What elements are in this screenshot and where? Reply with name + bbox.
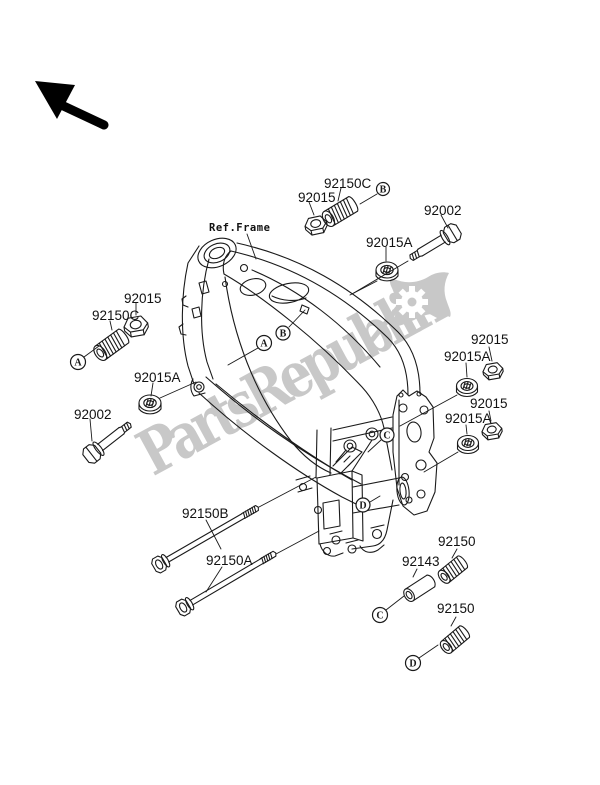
rear-bracket-plate <box>383 389 438 516</box>
part-92150C-left <box>93 328 130 362</box>
part-92015A-right-2 <box>456 434 480 455</box>
part-92002-left <box>82 421 132 464</box>
callout-marker-B-frame: B <box>275 325 291 341</box>
main-spar <box>222 242 421 429</box>
part-label-92015-top: 92015 <box>298 190 336 205</box>
part-92015-right-2 <box>481 422 503 441</box>
svg-text:D: D <box>359 501 366 512</box>
svg-text:A: A <box>260 339 268 350</box>
part-92015A-left <box>138 394 162 415</box>
leader-lines <box>83 187 493 659</box>
part-92150-1 <box>437 555 469 584</box>
part-label-92015A-top: 92015A <box>366 235 413 250</box>
part-92015-top <box>304 215 328 236</box>
svg-text:C: C <box>376 611 383 622</box>
left-down-member <box>178 245 214 397</box>
svg-text:B: B <box>280 329 287 340</box>
part-92150A <box>175 550 277 617</box>
part-92150B <box>151 505 259 574</box>
bottom-bracket <box>315 416 410 557</box>
part-92015-left <box>123 315 149 338</box>
lower-beam <box>198 376 362 515</box>
callout-marker-C-mid: C <box>379 427 395 443</box>
part-label-92143: 92143 <box>402 554 440 569</box>
ref-frame-label: Ref.Frame <box>209 222 271 234</box>
part-label-92015-right-2: 92015 <box>470 396 508 411</box>
callout-marker-C-bottom: C <box>371 606 389 624</box>
part-label-92015A-right-2: 92015A <box>445 411 492 426</box>
part-92015A-right-1 <box>455 377 479 398</box>
part-label-92015-right-1: 92015 <box>471 332 509 347</box>
part-label-92150C-top: 92150C <box>324 176 372 191</box>
inner-cutout <box>224 276 332 474</box>
part-label-92150C-left: 92150C <box>92 308 140 323</box>
svg-text:A: A <box>74 358 82 369</box>
part-label-92150B: 92150B <box>182 506 229 521</box>
part-label-92150-1: 92150 <box>438 534 476 549</box>
watermark-flag-logo <box>369 272 451 343</box>
cursor-arrow-icon <box>35 81 109 130</box>
part-label-92150A: 92150A <box>206 553 253 568</box>
part-92002-right <box>409 223 462 261</box>
callout-marker-A-left: A <box>69 353 87 371</box>
spar-lug <box>299 304 310 315</box>
part-92150C-top <box>321 195 359 228</box>
part-label-92002-right: 92002 <box>424 203 462 218</box>
callout-marker-A-frame: A <box>255 334 273 352</box>
svg-text:B: B <box>380 185 387 196</box>
part-92015-right-1 <box>482 362 504 381</box>
part-label-92002-left: 92002 <box>74 407 112 422</box>
part-label-92015A-left: 92015A <box>134 370 181 385</box>
part-label-92150-2: 92150 <box>437 601 475 616</box>
svg-text:C: C <box>383 431 390 442</box>
callout-marker-D-mid: D <box>355 497 371 513</box>
head-tube <box>197 237 249 288</box>
part-label-92015A-right-1: 92015A <box>444 349 491 364</box>
callout-marker-D-bottom: D <box>404 654 422 672</box>
part-92143 <box>403 574 436 602</box>
part-92150-2 <box>439 625 471 654</box>
callout-marker-B-top: B <box>375 181 391 197</box>
svg-text:D: D <box>409 659 416 670</box>
frame-drawing <box>178 237 438 557</box>
part-label-92015-left: 92015 <box>124 291 162 306</box>
